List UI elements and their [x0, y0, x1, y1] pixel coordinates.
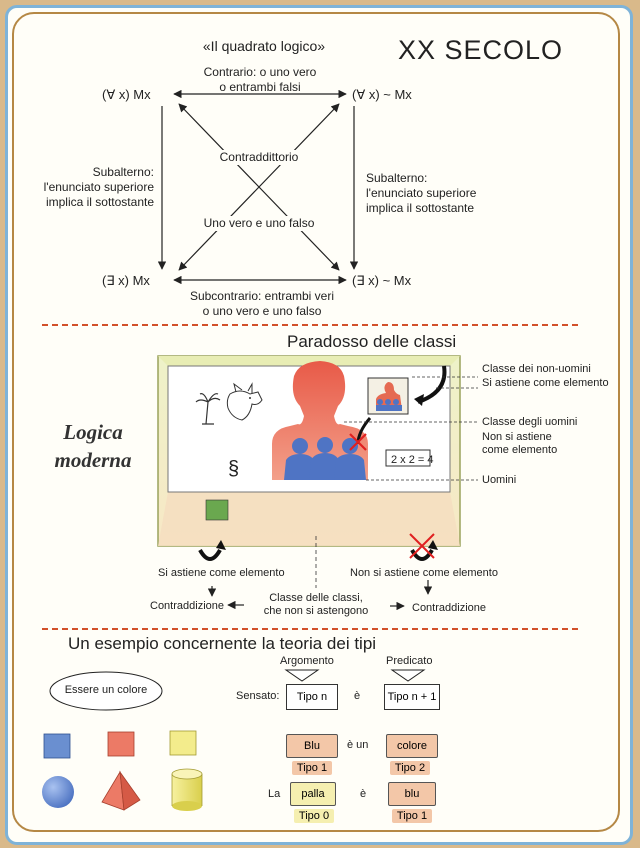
la-label: La: [268, 788, 281, 800]
tipo1-tag: Tipo 1: [292, 761, 332, 775]
top-left-formula: (∀ x) Mx: [102, 87, 151, 102]
one-true-one-false-label: Uno vero e uno falso: [186, 216, 332, 231]
type-n1-box: Tipo n + 1: [384, 684, 440, 710]
types-title: Un esempio concernente la teoria dei tip…: [68, 634, 377, 653]
tipo1b-tag: Tipo 1: [392, 809, 432, 823]
paradox-screen: [157, 355, 478, 547]
paradox-title: Paradosso delle classi: [287, 332, 457, 351]
contradictory-label: Contraddittorio: [199, 150, 319, 165]
blue-sphere: [42, 776, 74, 808]
screen-bottom-arrows: [198, 533, 438, 611]
is-a-label: è un: [347, 739, 369, 751]
bottom-right-formula: (∃ x) ~ Mx: [352, 273, 412, 288]
palla-box: palla: [290, 782, 336, 806]
colore-box: colore: [386, 734, 438, 758]
label-self-member: Si astiene come elemento: [482, 377, 609, 389]
formula-2x2: 2 x 2 = 4: [391, 454, 434, 466]
bottom-left-formula: (∃ x) Mx: [102, 273, 150, 288]
predicate-label: Predicato: [386, 655, 433, 667]
green-square: [205, 499, 229, 521]
is2-label: è: [360, 788, 367, 800]
left-branch-label: Si astiene come elemento: [158, 567, 285, 579]
red-pyramid: [101, 770, 141, 811]
blu2-box: blu: [388, 782, 436, 806]
square-arrows: [157, 89, 359, 285]
era-title: XX SECOLO: [398, 35, 564, 65]
men-figures: [284, 437, 366, 480]
section-sign: §: [228, 458, 240, 480]
tipo2-tag: Tipo 2: [390, 761, 430, 775]
types-diagram: [42, 669, 426, 811]
is-label: è: [354, 690, 361, 702]
content-panel: «Il quadrato logico» XX SECOLO (∀ x) Mx …: [12, 12, 620, 832]
blu-box: Blu: [286, 734, 338, 758]
class-of-classes-label: Classe delle classi,che non si astengono: [263, 592, 369, 617]
yellow-cylinder: [171, 768, 203, 811]
tipo0-tag: Tipo 0: [294, 809, 334, 823]
type-n-box: Tipo n: [286, 684, 338, 710]
label-men-class: Classe degli uomini: [482, 416, 578, 428]
right-contradiction: Contraddizione: [412, 602, 486, 614]
square-title: «Il quadrato logico»: [202, 38, 326, 54]
label-non-men-class: Classe dei non-uomini: [482, 363, 591, 375]
illustration-layer: [42, 89, 580, 811]
right-branch-label: Non si astiene come elemento: [350, 567, 498, 579]
red-square: [107, 731, 135, 757]
color-ellipse-label: Essere un colore: [64, 684, 148, 696]
yellow-square: [169, 730, 197, 756]
label-men: Uomini: [482, 474, 517, 486]
sensible-label: Sensato:: [236, 690, 280, 702]
left-contradiction: Contraddizione: [150, 600, 224, 612]
argument-label: Argomento: [280, 655, 334, 667]
top-right-formula: (∀ x) ~ Mx: [352, 87, 412, 102]
blue-square: [43, 733, 71, 759]
